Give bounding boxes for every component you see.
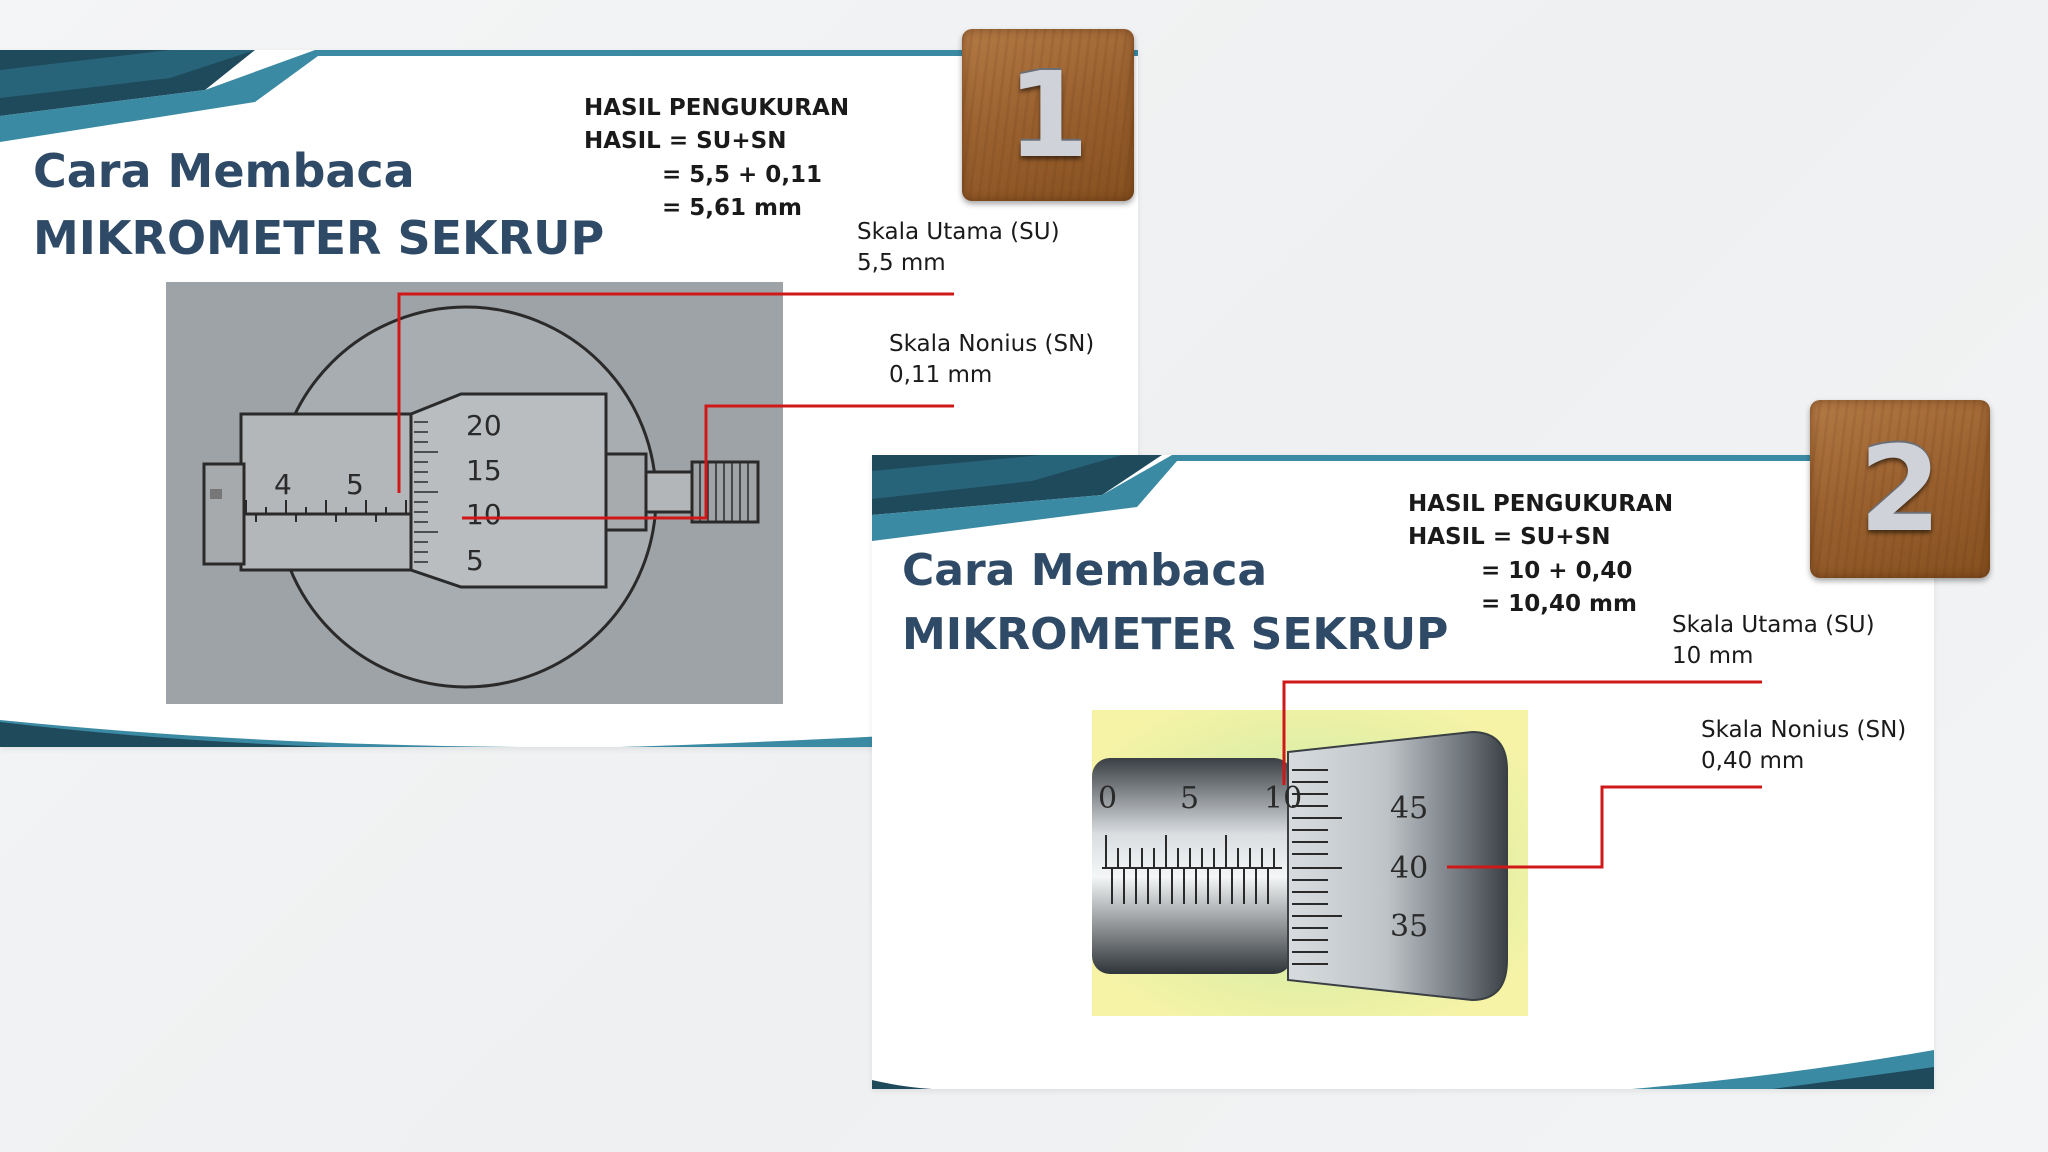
- slide-number-badge-2: 2: [1810, 400, 1990, 578]
- sn-label: Skala Nonius (SN): [889, 331, 1095, 357]
- slide-title: Cara Membaca MIKROMETER SEKRUP: [902, 539, 1448, 667]
- sn-value: 0,40 mm: [1701, 748, 1805, 775]
- su-value: 10 mm: [1672, 643, 1754, 670]
- result-step-1: = 10 + 0,40: [1481, 557, 1633, 584]
- result-formula: HASIL = SU+SN: [1408, 524, 1611, 551]
- result-formula: HASIL = SU+SN: [584, 128, 787, 155]
- result-step-1: = 5,5 + 0,11: [662, 161, 823, 188]
- thimble-number: 35: [1390, 909, 1428, 944]
- badge-number: 1: [1006, 46, 1090, 184]
- title-line-2: MIKROMETER SEKRUP: [902, 608, 1449, 660]
- result-heading: HASIL PENGUKURAN: [584, 95, 850, 121]
- title-line-1: Cara Membaca: [33, 144, 415, 198]
- slide-2: Cara Membaca MIKROMETER SEKRUP HASIL PEN…: [872, 455, 1934, 1089]
- result-step-2: = 5,61 mm: [662, 195, 802, 222]
- sn-label: Skala Nonius (SN): [1701, 717, 1907, 743]
- main-scale-number: 5: [346, 468, 364, 501]
- result-heading: HASIL PENGUKURAN: [1408, 491, 1674, 517]
- thimble-number: 15: [466, 454, 502, 487]
- sn-value: 0,11 mm: [889, 362, 993, 389]
- slide-decoration: [872, 455, 1934, 1089]
- su-annotation: Skala Utama (SU) 10 mm: [1672, 610, 1875, 672]
- title-line-2: MIKROMETER SEKRUP: [33, 210, 605, 265]
- sn-annotation: Skala Nonius (SN) 0,11 mm: [889, 329, 1094, 391]
- thimble-number: 10: [466, 498, 502, 531]
- thimble-number: 40: [1390, 851, 1428, 886]
- micrometer-diagram-1: 4 5 20 15 10 5: [166, 282, 783, 704]
- slide-number-badge-1: 1: [962, 29, 1134, 201]
- title-line-1: Cara Membaca: [902, 545, 1268, 596]
- main-scale-number: 5: [1180, 781, 1199, 816]
- su-label: Skala Utama (SU): [1672, 612, 1875, 638]
- badge-number: 2: [1858, 420, 1942, 558]
- su-value: 5,5 mm: [857, 250, 946, 277]
- su-label: Skala Utama (SU): [857, 219, 1060, 245]
- result-step-2: = 10,40 mm: [1481, 591, 1637, 618]
- measurement-result: HASIL PENGUKURAN HASIL = SU+SN = 5,5 + 0…: [584, 92, 849, 225]
- main-scale-number: 10: [1264, 781, 1302, 816]
- main-scale-number: 4: [274, 468, 292, 501]
- su-annotation: Skala Utama (SU) 5,5 mm: [857, 217, 1060, 279]
- measurement-result: HASIL PENGUKURAN HASIL = SU+SN = 10 + 0,…: [1408, 488, 1673, 621]
- thimble-number: 5: [466, 544, 484, 577]
- micrometer-diagram-2: 0 5 10 45 40 35: [1092, 710, 1528, 1016]
- slide-title: Cara Membaca MIKROMETER SEKRUP: [33, 138, 604, 271]
- main-scale-number: 0: [1098, 781, 1117, 816]
- thimble-number: 20: [466, 409, 502, 442]
- sn-annotation: Skala Nonius (SN) 0,40 mm: [1701, 715, 1906, 777]
- thimble-number: 45: [1390, 791, 1428, 826]
